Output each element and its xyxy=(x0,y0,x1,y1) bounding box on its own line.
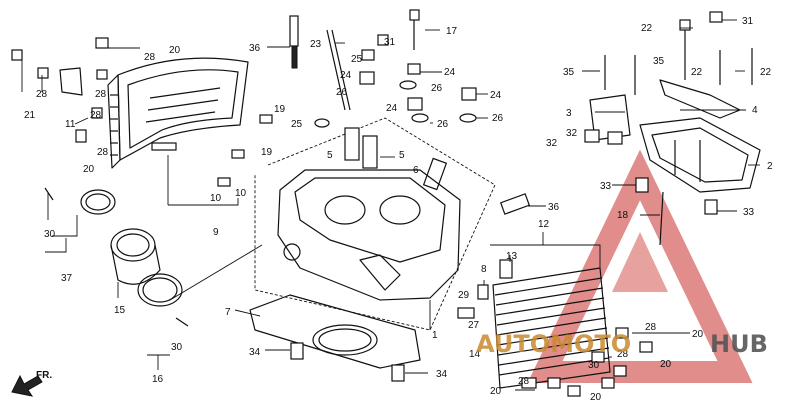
part-label: 36 xyxy=(548,202,560,213)
part-label: 20 xyxy=(83,164,95,175)
part-label: 5 xyxy=(327,150,333,161)
part-label: 28 xyxy=(518,376,530,387)
part-label: 20 xyxy=(660,359,672,370)
part-label: 26 xyxy=(437,119,449,130)
part-label: 26 xyxy=(431,83,443,94)
part-label: 32 xyxy=(566,128,578,139)
part-label: 22 xyxy=(691,67,703,78)
direction-label: FR. xyxy=(36,370,52,381)
front-direction-arrow xyxy=(11,374,43,397)
part-label: 26 xyxy=(336,87,348,98)
part-label: 30 xyxy=(588,360,600,371)
part-label: 24 xyxy=(340,70,352,81)
part-label: 10 xyxy=(210,193,222,204)
part-label: 22 xyxy=(641,23,653,34)
part-label: 35 xyxy=(653,56,665,67)
part-label: 24 xyxy=(444,67,456,78)
small-parts-left xyxy=(11,37,273,327)
part-label: 28 xyxy=(97,147,109,158)
part-label: 21 xyxy=(24,110,36,121)
cylinder-head xyxy=(277,169,461,301)
part-label: 3 xyxy=(566,108,572,119)
part-label: 24 xyxy=(490,90,502,101)
part-label: 37 xyxy=(61,273,73,284)
cylinder xyxy=(457,259,611,389)
part-label: 35 xyxy=(563,67,575,78)
part-label: 20 xyxy=(490,386,502,397)
part-label: 19 xyxy=(261,147,273,158)
head-cover-left xyxy=(107,57,249,169)
part-label: 28 xyxy=(144,52,156,63)
part-label: 20 xyxy=(169,45,181,56)
part-label: 33 xyxy=(600,181,612,192)
part-label: 28 xyxy=(36,89,48,100)
watermark-text: AUTOMOTO HUB xyxy=(476,330,768,358)
group-outline xyxy=(169,117,496,331)
part-labels: 1 2 3 4 5 5 6 7 8 9 10 10 11 12 13 14 15… xyxy=(24,16,773,403)
part-label: 20 xyxy=(692,329,704,340)
rocker-assembly xyxy=(584,11,761,246)
part-label: 24 xyxy=(386,103,398,114)
part-label: 2 xyxy=(767,161,773,172)
part-label: 27 xyxy=(468,320,480,331)
studs-center xyxy=(289,9,531,215)
small-parts-bottom-right xyxy=(521,327,653,397)
part-label: 10 xyxy=(235,188,247,199)
part-label: 17 xyxy=(446,26,458,37)
part-label: 33 xyxy=(743,207,755,218)
part-label: 1 xyxy=(432,330,438,341)
watermark-word-a: AUTOMOTO xyxy=(476,330,631,358)
part-label: 23 xyxy=(310,39,322,50)
head-gasket xyxy=(249,294,421,382)
part-label: 28 xyxy=(645,322,657,333)
part-label: 34 xyxy=(436,369,448,380)
part-label: 11 xyxy=(65,119,76,130)
part-label: 30 xyxy=(171,342,183,353)
part-label: 29 xyxy=(458,290,470,301)
part-label: 19 xyxy=(274,104,286,115)
part-label: 18 xyxy=(617,210,629,221)
part-label: 8 xyxy=(481,264,487,275)
part-label: 26 xyxy=(492,113,504,124)
part-label: 36 xyxy=(249,43,261,54)
part-label: 9 xyxy=(213,227,219,238)
part-label: 6 xyxy=(413,165,419,176)
watermark-logo xyxy=(527,149,753,383)
part-label: 28 xyxy=(95,89,107,100)
part-label: 31 xyxy=(384,37,396,48)
leader-lines xyxy=(21,19,760,391)
part-label: 34 xyxy=(249,347,261,358)
part-label: 12 xyxy=(538,219,550,230)
part-label: 7 xyxy=(225,307,231,318)
part-label: 32 xyxy=(546,138,558,149)
part-label: 31 xyxy=(742,16,754,27)
part-label: 25 xyxy=(351,54,363,65)
part-label: 16 xyxy=(152,374,164,385)
part-label: 28 xyxy=(90,110,102,121)
part-label: 5 xyxy=(399,150,405,161)
part-label: 4 xyxy=(752,105,758,116)
part-label: 15 xyxy=(114,305,126,316)
watermark-word-b: HUB xyxy=(710,330,768,358)
part-label: 14 xyxy=(469,349,481,360)
part-label: 20 xyxy=(590,392,602,403)
part-label: 13 xyxy=(506,251,518,262)
part-label: 28 xyxy=(617,349,629,360)
part-label: 30 xyxy=(44,229,56,240)
part-label: 22 xyxy=(760,67,772,78)
part-label: 25 xyxy=(291,119,303,130)
